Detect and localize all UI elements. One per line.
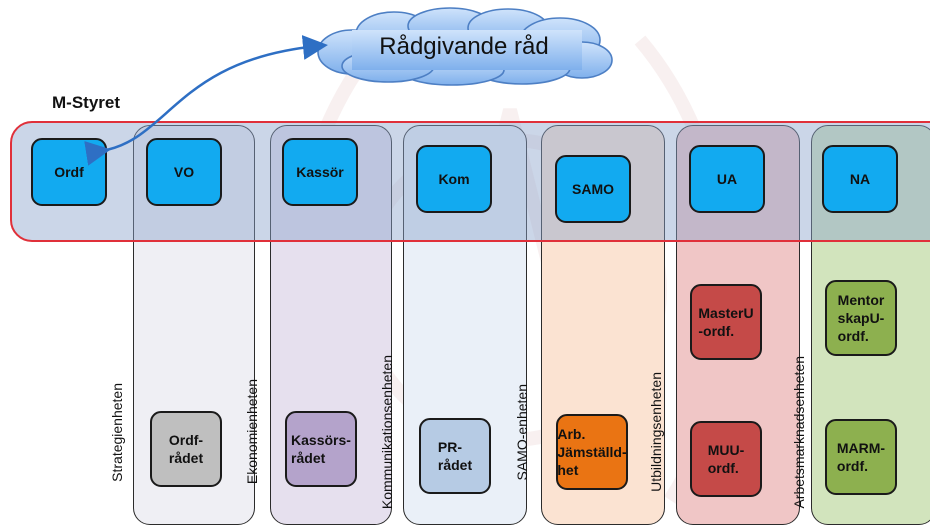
cloud-shape	[317, 7, 613, 86]
subgroup-box: MUU- ordf.	[690, 421, 762, 497]
role-box: Ordf	[31, 138, 107, 206]
role-box: NA	[822, 145, 898, 213]
unit-vertical-label-text: Kommunikationsenheten	[379, 354, 395, 510]
unit-vertical-label: Kommunikationsenheten	[371, 352, 395, 512]
unit-vertical-label-text: SAMO-enheten	[514, 383, 530, 481]
role-box: Kom	[416, 145, 492, 213]
role-box: SAMO	[555, 155, 631, 223]
unit-vertical-label: Ekonomienheten	[236, 352, 260, 512]
board-label: M-Styret	[52, 93, 121, 112]
subgroup-box: MARM- ordf.	[825, 419, 897, 495]
role-box: VO	[146, 138, 222, 206]
unit-vertical-label-text: Arbetsmarknadsenheten	[791, 355, 807, 509]
advisory-council-cloud: Rådgivande råd	[312, 6, 616, 86]
unit-vertical-label-text: Strategienheten	[109, 382, 125, 482]
subgroup-box: MasterU -ordf.	[690, 284, 762, 360]
unit-vertical-label-text: Ekonomienheten	[244, 379, 260, 485]
unit-vertical-label-text: Utbildningsenheten	[648, 372, 664, 492]
subgroup-box: Ordf- rådet	[150, 411, 222, 487]
subgroup-box: Arb. Jämställd- het	[556, 414, 628, 490]
unit-vertical-label: Arbetsmarknadsenheten	[783, 352, 807, 512]
cloud-label: Rådgivande råd	[379, 33, 549, 60]
subgroup-box: PR- rådet	[419, 418, 491, 494]
unit-vertical-label: Utbildningsenheten	[640, 352, 664, 512]
subgroup-box: Kassörs- rådet	[285, 411, 357, 487]
unit-vertical-label: SAMO-enheten	[506, 352, 530, 512]
role-box: Kassör	[282, 138, 358, 206]
role-box: UA	[689, 145, 765, 213]
subgroup-box: Mentor skapU- ordf.	[825, 280, 897, 356]
unit-vertical-label: Strategienheten	[101, 352, 125, 512]
